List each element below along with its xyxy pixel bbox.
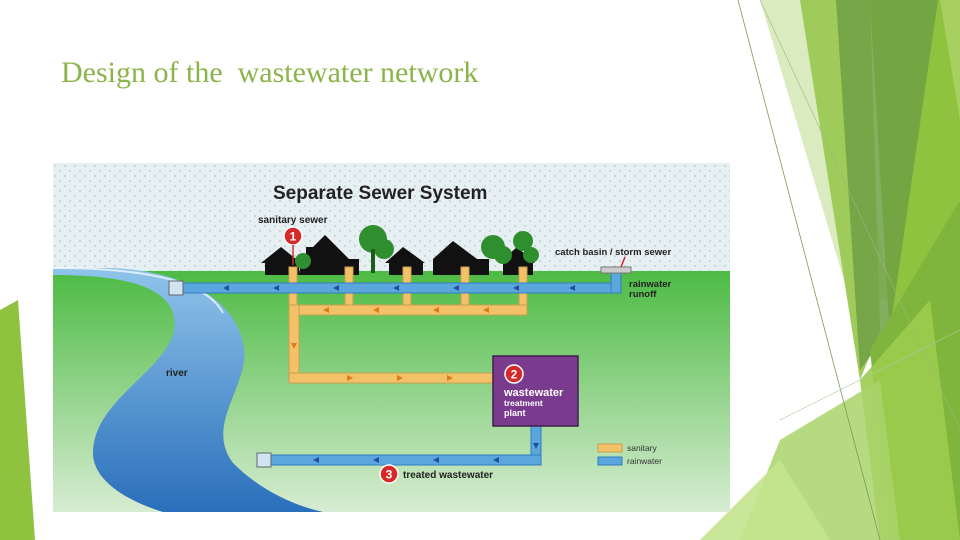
river [53, 268, 323, 512]
trees [295, 225, 539, 273]
sewer-diagram: 1 2 3 Separate Sewer System sanitary sew… [53, 163, 730, 512]
label-plant-2: treatment [504, 398, 543, 408]
storm-outfall [168, 280, 184, 296]
label-catch-basin: catch basin / storm sewer [555, 247, 671, 258]
label-sanitary-sewer: sanitary sewer [258, 215, 328, 226]
svg-text:1: 1 [290, 230, 297, 244]
label-plant-1: wastewater [503, 387, 564, 399]
rainwater-flow-arrows [223, 285, 575, 463]
svg-text:3: 3 [386, 468, 393, 482]
label-river: river [166, 368, 188, 379]
svg-text:2: 2 [511, 368, 518, 382]
legend-label-sanitary: sanitary [627, 443, 658, 453]
label-plant-3: plant [504, 408, 526, 418]
marker-2: 2 [504, 364, 524, 384]
legend: sanitary rainwater [597, 443, 662, 466]
diagram-title: Separate Sewer System [273, 183, 487, 204]
treated-outfall [256, 452, 272, 468]
marker-1: 1 [283, 226, 303, 265]
catch-basin [600, 266, 632, 274]
houses [261, 235, 535, 275]
label-rainwater-runoff-1: rainwater [629, 279, 672, 290]
sanitary-flow-arrows [291, 307, 489, 381]
legend-label-rainwater: rainwater [627, 456, 662, 466]
label-rainwater-runoff-2: runoff [629, 289, 657, 300]
label-treated: treated wastewater [403, 470, 493, 481]
marker-3: 3 [379, 464, 399, 484]
slide-title: Design of the wastewater network [61, 56, 479, 89]
legend-swatch-rainwater [597, 456, 623, 466]
legend-swatch-sanitary [597, 443, 623, 453]
